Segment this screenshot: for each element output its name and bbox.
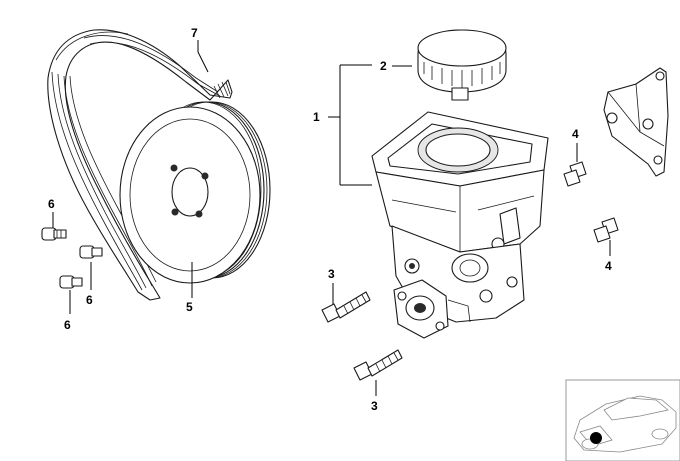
callout-6-right: 6 xyxy=(86,293,93,307)
bracket-icon[interactable] xyxy=(603,67,669,177)
callout-5: 5 xyxy=(186,300,193,314)
bolt-icon[interactable]: 4 xyxy=(593,217,619,273)
callout-4-top: 4 xyxy=(572,127,579,141)
bolt-icon[interactable]: 3 xyxy=(321,267,371,323)
bolt-icon[interactable]: 6 xyxy=(41,197,67,241)
drive-belt-icon[interactable]: 7 xyxy=(47,26,233,301)
pulley-icon[interactable]: 5 xyxy=(119,101,271,314)
reservoir-cap-icon[interactable] xyxy=(417,29,507,101)
callout-3-bottom: 3 xyxy=(371,399,378,413)
callout-bracket: 1 2 xyxy=(313,59,412,186)
callout-6-top: 6 xyxy=(48,197,55,211)
bolt-icon[interactable]: 6 xyxy=(59,275,83,332)
callout-4-bottom: 4 xyxy=(605,259,612,273)
car-thumbnail-icon[interactable] xyxy=(565,379,680,461)
callout-1: 1 xyxy=(313,110,320,124)
callout-6-bottom: 6 xyxy=(64,318,71,332)
callout-3-top: 3 xyxy=(328,267,335,281)
bolt-icon[interactable]: 3 xyxy=(353,349,403,413)
pump-reservoir-icon[interactable] xyxy=(371,111,549,339)
bolt-icon[interactable]: 6 xyxy=(79,245,103,307)
callout-7: 7 xyxy=(191,26,198,40)
bolt-icon[interactable]: 4 xyxy=(563,127,587,187)
callout-2: 2 xyxy=(380,59,387,73)
